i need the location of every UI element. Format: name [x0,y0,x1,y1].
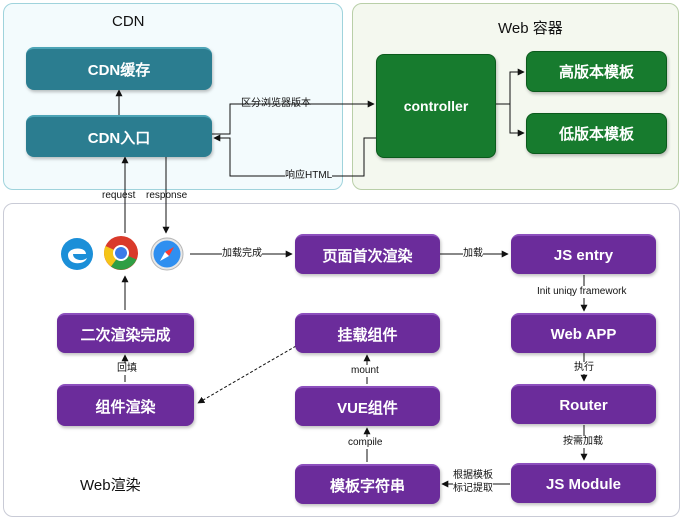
edge-entry-to-controller [212,100,375,135]
label-compile: compile [348,437,383,449]
label-response: response [146,190,188,201]
controller-node: controller [376,54,496,158]
label-execute: 执行 [574,362,594,374]
second-render-done-node: 二次渲染完成 [57,313,194,353]
router-node: Router [511,384,656,424]
cdn-region [3,3,343,190]
low-template-node: 低版本模板 [526,113,667,154]
label-init: Init uniqy framework [537,286,627,298]
label-on-demand: 按需加载 [563,436,603,448]
web-render-region-title: Web渲染 [80,477,141,494]
label-extract: 根据模板 标记提取 [453,469,493,495]
cdn-entry-node: CDN入口 [26,115,212,157]
first-render-node: 页面首次渲染 [295,234,440,274]
web-container-region-title: Web 容器 [498,20,563,37]
template-string-node: 模板字符串 [295,464,440,504]
cdn-cache-node: CDN缓存 [26,47,212,90]
high-template-node: 高版本模板 [526,51,667,92]
label-load-done: 加载完成 [222,248,262,260]
cdn-region-title: CDN [112,13,145,30]
component-render-node: 组件渲染 [57,384,194,426]
edge-controller-to-low [509,104,525,137]
mount-component-node: 挂载组件 [295,313,440,353]
edge-controller-to-high [496,68,525,105]
label-browser-version: 区分浏览器版本 [241,98,311,109]
js-module-node: JS Module [511,463,656,503]
safari-browser-icon [150,237,184,271]
web-app-node: Web APP [511,313,656,353]
label-request: request [102,190,136,201]
label-extract-line2: 标记提取 [453,483,493,494]
edge-browser-icon [61,238,93,270]
vue-component-node: VUE组件 [295,386,440,426]
label-mount: mount [351,365,379,377]
label-load: 加载 [463,248,483,260]
js-entry-node: JS entry [511,234,656,274]
label-backfill: 回填 [117,363,137,375]
edge-mount-to-component-render [197,345,297,404]
label-response-html: 响应HTML [285,170,333,182]
label-extract-line1: 根据模板 [453,470,493,481]
chrome-browser-icon [104,236,138,270]
